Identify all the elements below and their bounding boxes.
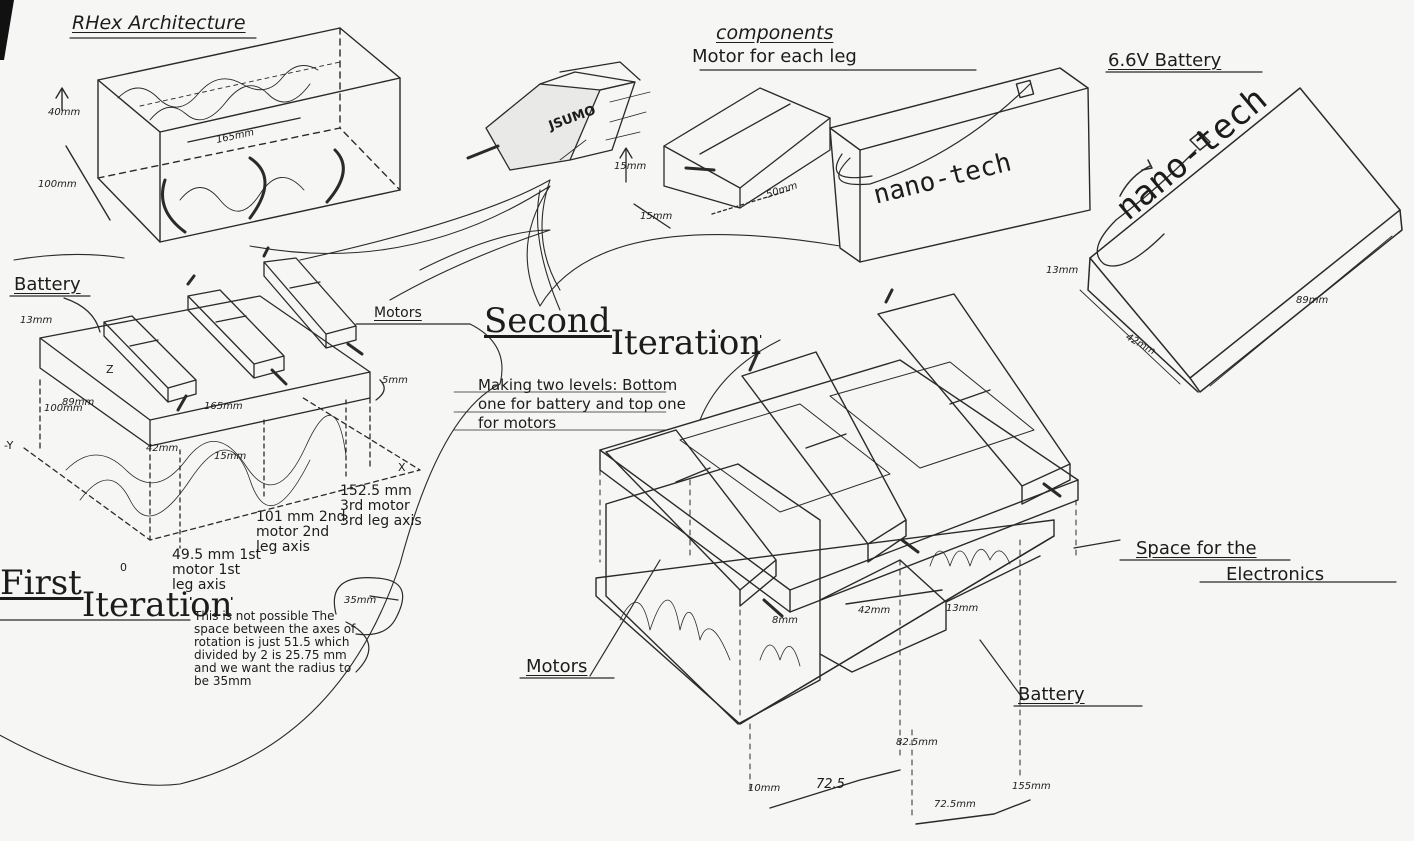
second-iteration-note: Making two levels: Bottom one for batter… <box>478 376 686 432</box>
battery-label-second: Battery <box>1018 684 1085 705</box>
axis-z: Z <box>106 363 114 376</box>
iteration-word-second: Iteration <box>610 323 762 363</box>
label-leaders <box>0 37 1397 707</box>
leg-axis-2-label: 101 mm 2nd motor 2nd leg axis <box>256 509 346 555</box>
dim-100mm: 100mm <box>38 179 77 190</box>
leg-axis-3-label: 152.5 mm 3rd motor 3rd leg axis <box>340 483 422 529</box>
motors-label-second: Motors <box>526 656 588 677</box>
dim-second-155mm: 155mm <box>1012 781 1051 792</box>
dim-radius-35mm: 35mm <box>344 595 377 606</box>
space-electronics-label-1: Space for the <box>1136 538 1257 559</box>
axis-origin: 0 <box>120 561 127 574</box>
first-iteration-sketch <box>23 246 421 549</box>
dim-40mm: 40mm <box>48 107 81 118</box>
second-word: Second <box>484 301 611 341</box>
dim-motor-15mm-w: 15mm <box>640 211 673 222</box>
rhex-architecture-sketch <box>55 27 401 243</box>
first-iteration-note: This is not possible The space between t… <box>194 609 356 688</box>
second-iteration-title: SecondIteration <box>484 301 761 360</box>
space-electronics-label-2: Electronics <box>1226 564 1325 585</box>
components-title: components <box>716 22 834 44</box>
dim-first-89mm: 89mm <box>62 397 95 408</box>
dim-second-82-5mm: 82.5mm <box>896 737 938 748</box>
first-word: First <box>0 563 82 603</box>
dim-first-13mm: 13mm <box>20 315 53 326</box>
dim-first-5mm: 5mm <box>382 375 408 386</box>
dim-battery-13mm: 13mm <box>1046 265 1079 276</box>
dim-first-15mm: 15mm <box>214 451 247 462</box>
battery-large-sketch <box>1079 87 1403 393</box>
dim-second-13mm: 13mm <box>946 603 979 614</box>
battery-label: Battery <box>14 274 81 295</box>
connector-swooshes <box>0 179 841 786</box>
dim-second-72-5mm: 72.5mm <box>934 799 976 810</box>
radius-swirl <box>333 577 404 673</box>
dim-second-10mm: 10mm <box>748 783 781 794</box>
first-iteration-title: FirstIteration <box>0 563 233 622</box>
axis-neg-y: -Y <box>4 439 14 452</box>
battery-top-sketch <box>829 67 1091 263</box>
motors-label-first: Motors <box>374 305 422 321</box>
dim-motor-15mm-h: 15mm <box>614 161 647 172</box>
battery-6-6v-title: 6.6V Battery <box>1108 50 1222 71</box>
dim-battery-89mm: 89mm <box>1296 295 1329 306</box>
motor-dimension-sketch <box>619 87 831 229</box>
axis-x: X <box>398 461 406 474</box>
dim-first-100mm: 100mm <box>44 403 83 414</box>
leg-axis-1-label: 49.5 mm 1st motor 1st leg axis <box>172 547 262 593</box>
dim-first-165mm: 165mm <box>204 401 243 412</box>
rhex-architecture-title: RHex Architecture <box>72 12 246 34</box>
dim-second-8mm: 8mm <box>772 615 798 626</box>
dim-second-72-5: 72.5 <box>816 777 845 792</box>
motor-for-each-leg-label: Motor for each leg <box>692 46 857 67</box>
dim-second-42mm: 42mm <box>858 605 891 616</box>
dim-first-42mm: 42mm <box>146 443 179 454</box>
second-iteration-sketch <box>595 288 1079 825</box>
gear-motor-sketch <box>466 61 651 171</box>
iteration-word-first: Iteration <box>81 585 233 625</box>
